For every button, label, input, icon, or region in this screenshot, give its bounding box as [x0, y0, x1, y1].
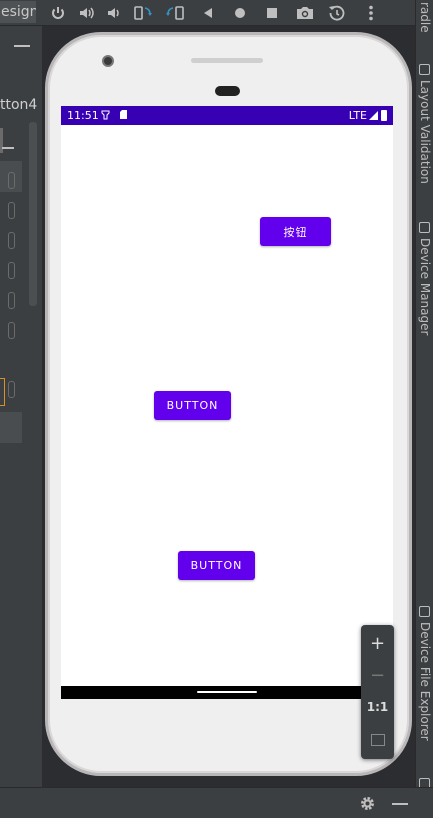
zoom-out-button[interactable]: − [369, 664, 386, 686]
sd-card-icon [119, 109, 128, 123]
fit-screen-icon [370, 734, 385, 746]
snapshot-restore-icon[interactable] [327, 3, 347, 23]
home-icon[interactable] [230, 3, 250, 23]
gesture-handle[interactable] [197, 691, 257, 693]
layout-validation-icon [419, 64, 430, 75]
overview-icon[interactable] [262, 3, 282, 23]
tab-device-file-explorer[interactable]: Device File Explorer [418, 622, 432, 741]
zoom-controls: + − 1:1 [361, 625, 394, 759]
attribute-collapse-icon[interactable] [2, 147, 14, 149]
front-camera [102, 55, 114, 67]
selection-marker [0, 128, 3, 153]
attribute-toggle[interactable] [8, 202, 15, 219]
attribute-row[interactable] [0, 412, 22, 443]
rotate-left-icon[interactable] [133, 3, 153, 23]
proximity-sensor [215, 86, 240, 96]
left-ide-panel: tton4 [0, 26, 42, 818]
signal-icon [369, 111, 378, 120]
earpiece-speaker [191, 58, 263, 63]
attribute-toggle[interactable] [8, 262, 15, 279]
status-time: 11:51 [67, 109, 99, 122]
volume-down-icon[interactable] [104, 3, 124, 23]
camera-icon[interactable] [295, 3, 315, 23]
navigation-bar [61, 686, 393, 699]
status-bar: 11:51 LTE [61, 106, 393, 125]
notification-icon [101, 109, 110, 123]
attribute-toggle[interactable] [8, 232, 15, 249]
device-file-explorer-icon [419, 606, 430, 617]
actual-size-button[interactable]: 1:1 [366, 700, 389, 714]
rotate-right-icon[interactable] [165, 3, 185, 23]
chinese-button[interactable]: 按钮 [260, 217, 331, 246]
device-screen[interactable]: 11:51 LTE 按钮 BUTTON BUTTON [61, 106, 393, 699]
tab-device-manager[interactable]: Device Manager [418, 238, 432, 336]
attribute-toggle[interactable] [8, 322, 15, 339]
emulator-toolbar: esign [0, 0, 433, 26]
selected-attribute[interactable] [0, 378, 5, 406]
button-middle[interactable]: BUTTON [154, 391, 231, 420]
settings-gear-icon[interactable] [359, 795, 376, 816]
battery-icon [381, 110, 387, 121]
collapse-icon[interactable] [14, 45, 30, 47]
tab-gradle[interactable]: radle [418, 2, 432, 33]
hide-panel-icon[interactable] [392, 803, 408, 805]
power-icon[interactable] [48, 3, 68, 23]
left-scrollbar[interactable] [29, 122, 37, 306]
attribute-toggle[interactable] [8, 292, 15, 309]
attribute-toggle[interactable] [8, 172, 15, 189]
bottom-ide-bar [0, 787, 433, 818]
right-tool-window-bar: radle Layout Validation Device Manager D… [415, 0, 433, 818]
network-type: LTE [348, 109, 367, 122]
attribute-header [0, 161, 22, 192]
attribute-toggle[interactable] [8, 381, 15, 398]
button-bottom[interactable]: BUTTON [178, 551, 255, 580]
device-manager-icon [419, 222, 430, 233]
back-icon[interactable] [198, 3, 218, 23]
volume-up-icon[interactable] [77, 3, 97, 23]
zoom-in-button[interactable]: + [369, 632, 386, 654]
more-icon[interactable] [361, 3, 381, 23]
tab-layout-validation[interactable]: Layout Validation [418, 80, 432, 184]
component-label: tton4 [0, 97, 38, 113]
zoom-to-fit-button[interactable] [361, 726, 394, 754]
design-tab[interactable]: esign [0, 1, 36, 23]
